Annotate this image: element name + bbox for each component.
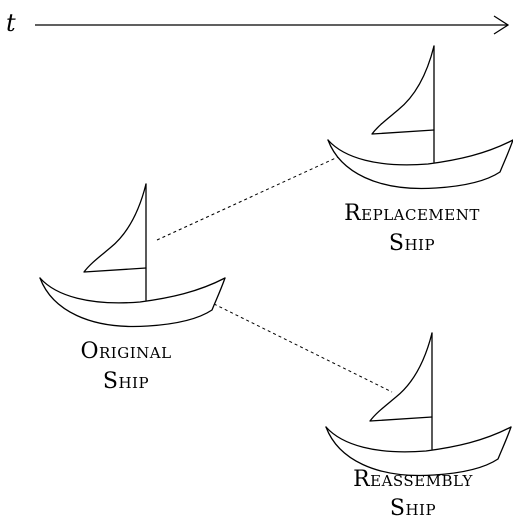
- original-ship-label-line2: Ship: [103, 369, 149, 394]
- time-axis-label: t: [6, 9, 16, 37]
- reassembly-ship: Reassembly Ship: [325, 332, 512, 521]
- original-ship: Original Ship: [39, 183, 226, 394]
- link-original-to-replacement: [156, 156, 339, 241]
- replacement-ship-label-line1: Replacement: [344, 201, 480, 226]
- reassembly-ship-label-line1: Reassembly: [353, 467, 473, 492]
- timeline: t: [6, 9, 510, 37]
- original-ship-icon: [39, 183, 226, 328]
- reassembly-ship-label-line2: Ship: [390, 496, 436, 521]
- link-original-to-reassembly: [213, 303, 393, 393]
- replacement-ship: Replacement Ship: [327, 45, 513, 256]
- reassembly-ship-icon: [325, 332, 512, 477]
- replacement-ship-icon: [327, 45, 513, 190]
- original-ship-label-line1: Original: [80, 339, 171, 364]
- time-axis-arrowhead: [493, 15, 510, 35]
- replacement-ship-label-line2: Ship: [389, 231, 435, 256]
